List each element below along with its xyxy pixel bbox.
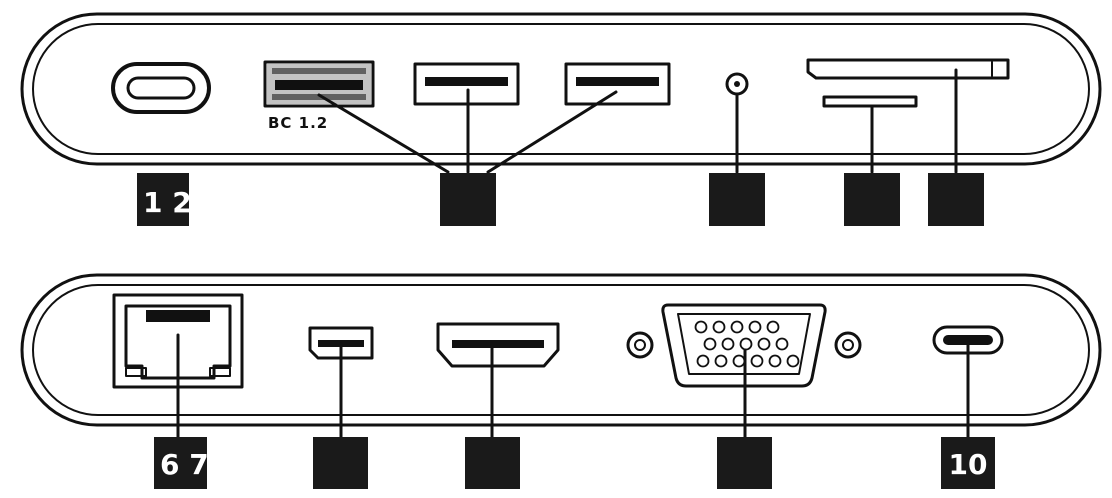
vga-pins (694, 320, 800, 368)
callout-badge (465, 437, 520, 489)
vga-pin (768, 354, 782, 368)
callout-badge (313, 437, 368, 489)
usb-a-port-icon (564, 62, 671, 106)
vga-pin (721, 337, 735, 351)
callout-badge: 1 2 (137, 173, 192, 226)
top-badges: 1 2 (137, 173, 984, 226)
vga-pin (712, 320, 726, 334)
callout-badge (717, 437, 772, 489)
audio-jack-icon (725, 72, 749, 96)
callout-badge (844, 173, 900, 226)
callout-badge (709, 173, 765, 226)
vga-pin (732, 354, 746, 368)
callout-number: 10 (949, 448, 988, 481)
vga-port-icon (626, 303, 862, 388)
bottom-leader-lines (176, 333, 970, 440)
callout-badge (928, 173, 984, 226)
vga-pin (703, 337, 717, 351)
top-device-panel (20, 12, 1102, 166)
callout-number: 1 2 (143, 186, 192, 219)
callout-number: 6 7 (160, 448, 209, 481)
callout-badge: 10 (941, 437, 995, 489)
vga-pin (714, 354, 728, 368)
bottom-device-inner-edge (32, 284, 1090, 416)
usb-c-port-icon (111, 62, 211, 114)
sd-card-slot-icon (806, 58, 1010, 80)
vga-pin (750, 354, 764, 368)
top-device-body (20, 12, 1102, 166)
vga-pin (730, 320, 744, 334)
bc12-label: BC 1.2 (268, 114, 328, 132)
microsd-slot-icon (822, 95, 918, 108)
bottom-device-body (20, 273, 1102, 427)
vga-pin (766, 320, 780, 334)
vga-pin (748, 320, 762, 334)
bottom-device-panel (20, 273, 1102, 427)
top-leader-lines (317, 68, 958, 174)
bottom-badges: 6 7 10 (154, 437, 995, 489)
vga-pin (696, 354, 710, 368)
vga-pin (775, 337, 789, 351)
vga-pin (757, 337, 771, 351)
vga-pin (739, 337, 753, 351)
top-device-inner-edge (32, 23, 1090, 155)
vga-pin (694, 320, 708, 334)
usb-a-port-icon (263, 60, 375, 108)
vga-pin (786, 354, 800, 368)
callout-badge: 6 7 (154, 437, 209, 489)
hdmi-port-icon (436, 322, 560, 368)
callout-badge (440, 173, 496, 226)
